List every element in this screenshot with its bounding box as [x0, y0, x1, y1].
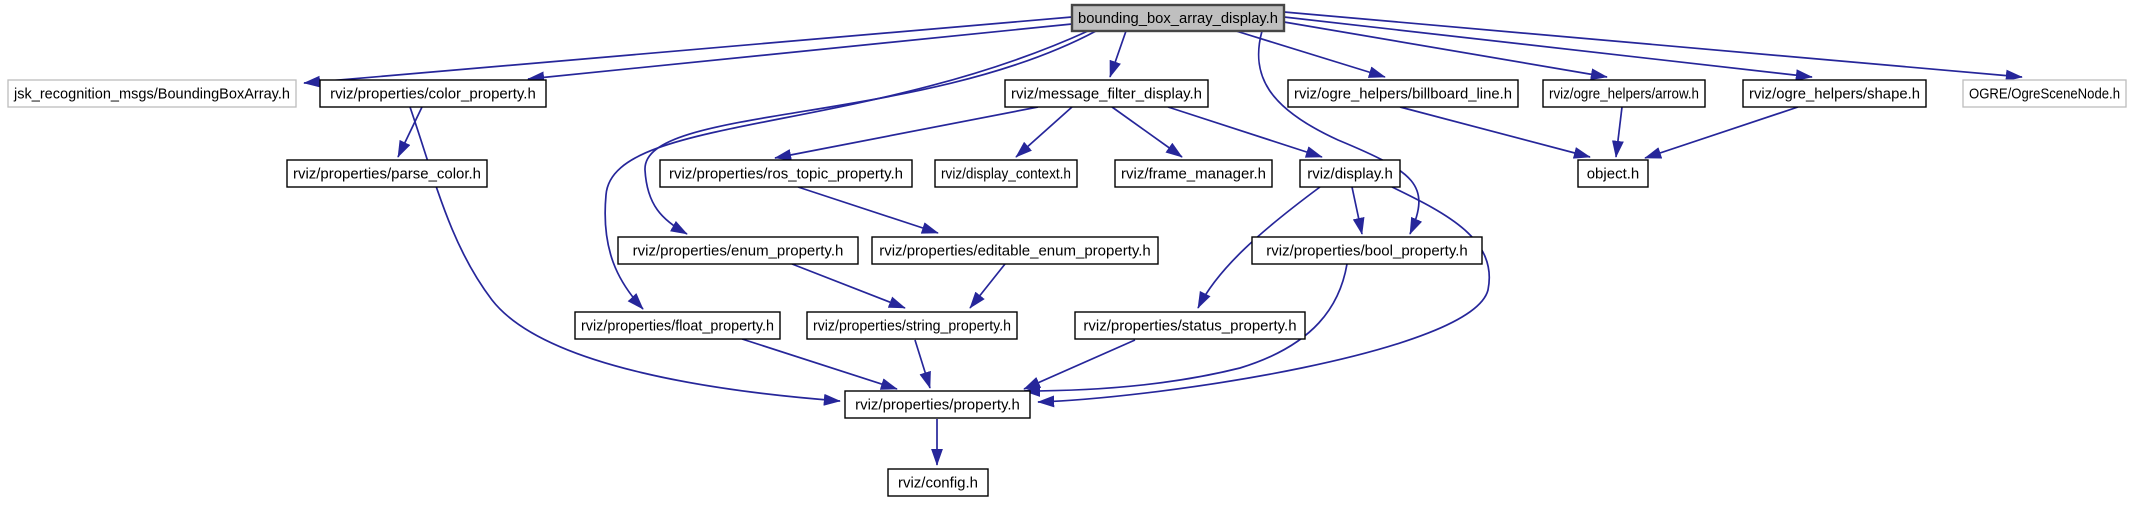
edge-billboard-line-h-to-object-h	[1399, 106, 1591, 159]
edge-message-filter-display-h-to-frame-manager-h	[1111, 106, 1183, 158]
node-status-property-h[interactable]: rviz/properties/status_property.h	[1074, 311, 1306, 340]
node-box[interactable]	[1074, 311, 1306, 340]
node-label: rviz/display.h	[1307, 166, 1393, 183]
edge-display-h-to-property-h	[1037, 186, 1491, 408]
edge-bounding-box-array-display-h-to-message-filter-display-h	[1109, 30, 1127, 78]
node-box[interactable]	[574, 311, 781, 340]
edge-shape-h-to-object-h	[1644, 106, 1799, 159]
node-box[interactable]	[1542, 79, 1706, 108]
node-label: rviz/display_context.h	[941, 166, 1071, 183]
node-string-property-h[interactable]: rviz/properties/string_property.h	[806, 311, 1018, 340]
node-label: rviz/properties/color_property.h	[330, 86, 536, 103]
node-label: object.h	[1587, 166, 1640, 183]
edge-float-property-h-to-property-h	[741, 338, 898, 390]
edge-bounding-box-array-display-h-to-float-property-h	[604, 30, 1089, 310]
edge-editable-enum-property-h-to-string-property-h	[969, 263, 1006, 309]
node-ogre-scene-node-h: OGRE/OgreSceneNode.h	[1962, 79, 2127, 108]
edge-bounding-box-array-display-h-to-shape-h	[1283, 16, 1813, 82]
edge-display-h-to-status-property-h	[1197, 186, 1321, 309]
node-frame-manager-h[interactable]: rviz/frame_manager.h	[1114, 159, 1273, 188]
node-box[interactable]	[844, 390, 1031, 419]
edge-message-filter-display-h-to-display-context-h	[1015, 106, 1073, 158]
edge-bounding-box-array-display-h-to-color-property-h	[527, 23, 1073, 84]
node-label: OGRE/OgreSceneNode.h	[1969, 86, 2120, 103]
edge-bounding-box-array-display-h-to-bool-property-h	[1257, 30, 1423, 235]
node-bool-property-h[interactable]: rviz/properties/bool_property.h	[1251, 236, 1483, 265]
node-label: rviz/config.h	[898, 475, 978, 492]
node-property-h[interactable]: rviz/properties/property.h	[844, 390, 1031, 419]
node-label: rviz/ogre_helpers/shape.h	[1749, 86, 1920, 103]
node-label: rviz/properties/property.h	[855, 397, 1020, 414]
node-display-context-h[interactable]: rviz/display_context.h	[934, 159, 1078, 188]
edge-enum-property-h-to-string-property-h	[791, 263, 906, 309]
node-label: rviz/properties/editable_enum_property.h	[879, 243, 1151, 260]
node-box[interactable]	[1577, 159, 1649, 188]
edge-message-filter-display-h-to-display-h	[1167, 106, 1323, 158]
node-box[interactable]	[1251, 236, 1483, 265]
edge-message-filter-display-h-to-ros-topic-property-h	[774, 106, 1039, 161]
edge-arrow-h-to-object-h	[1612, 106, 1624, 158]
node-label: rviz/properties/enum_property.h	[633, 243, 844, 260]
edge-bounding-box-array-display-h-to-jsk-recognition-msgs-boundingboxarray-h	[303, 16, 1073, 88]
node-label: bounding_box_array_display.h	[1078, 10, 1278, 27]
node-box[interactable]	[1004, 79, 1209, 108]
nodes-layer: bounding_box_array_display.h jsk_recognit…	[7, 3, 2127, 497]
node-box[interactable]	[319, 79, 547, 108]
node-box[interactable]	[1742, 79, 1927, 108]
node-label: rviz/properties/bool_property.h	[1266, 243, 1468, 260]
node-label: rviz/properties/status_property.h	[1083, 318, 1296, 335]
node-label: rviz/properties/string_property.h	[813, 318, 1011, 335]
node-color-property-h[interactable]: rviz/properties/color_property.h	[319, 79, 547, 108]
node-box[interactable]	[887, 468, 989, 497]
node-float-property-h[interactable]: rviz/properties/float_property.h	[574, 311, 781, 340]
node-editable-enum-property-h[interactable]: rviz/properties/editable_enum_property.h	[871, 236, 1159, 265]
node-label: rviz/properties/float_property.h	[581, 318, 774, 335]
node-label: rviz/ogre_helpers/billboard_line.h	[1294, 86, 1512, 103]
node-box[interactable]	[806, 311, 1018, 340]
node-object-h[interactable]: object.h	[1577, 159, 1649, 188]
edge-bool-property-h-to-property-h	[1023, 263, 1348, 397]
node-label: jsk_recognition_msgs/BoundingBoxArray.h	[13, 86, 290, 103]
node-ros-topic-property-h[interactable]: rviz/properties/ros_topic_property.h	[659, 159, 913, 188]
node-jsk-recognition-msgs-boundingboxarray-h: jsk_recognition_msgs/BoundingBoxArray.h	[7, 79, 297, 108]
node-box[interactable]	[659, 159, 913, 188]
edge-bounding-box-array-display-h-to-ogre-scene-node-h	[1283, 11, 2023, 82]
node-box[interactable]	[1299, 159, 1401, 188]
edge-string-property-h-to-property-h	[914, 339, 931, 389]
edge-display-h-to-bool-property-h	[1351, 186, 1365, 235]
node-label: rviz/message_filter_display.h	[1011, 86, 1202, 103]
node-message-filter-display-h[interactable]: rviz/message_filter_display.h	[1004, 79, 1209, 108]
node-arrow-h[interactable]: rviz/ogre_helpers/arrow.h	[1542, 79, 1706, 108]
node-label: rviz/frame_manager.h	[1121, 166, 1266, 183]
node-label: rviz/properties/ros_topic_property.h	[669, 166, 903, 183]
edge-color-property-h-to-parse-color-h	[397, 106, 423, 158]
node-box[interactable]	[871, 236, 1159, 265]
node-shape-h[interactable]: rviz/ogre_helpers/shape.h	[1742, 79, 1927, 108]
edge-bounding-box-array-display-h-to-enum-property-h	[644, 30, 1097, 235]
node-config-h[interactable]: rviz/config.h	[887, 468, 989, 497]
node-box[interactable]	[617, 236, 859, 265]
node-billboard-line-h[interactable]: rviz/ogre_helpers/billboard_line.h	[1287, 79, 1519, 108]
edge-ros-topic-property-h-to-editable-enum-property-h	[797, 186, 939, 234]
node-bounding-box-array-display-h: bounding_box_array_display.h	[1070, 3, 1286, 33]
node-box[interactable]	[1114, 159, 1273, 188]
node-box[interactable]	[934, 159, 1078, 188]
node-box	[7, 79, 297, 108]
node-display-h[interactable]: rviz/display.h	[1299, 159, 1401, 188]
node-box	[1962, 79, 2127, 108]
edge-bounding-box-array-display-h-to-arrow-h	[1283, 21, 1608, 81]
node-box	[1070, 3, 1286, 33]
node-label: rviz/properties/parse_color.h	[293, 166, 481, 183]
node-box[interactable]	[286, 159, 488, 188]
node-enum-property-h[interactable]: rviz/properties/enum_property.h	[617, 236, 859, 265]
node-label: rviz/ogre_helpers/arrow.h	[1549, 86, 1699, 103]
edge-status-property-h-to-property-h	[1023, 339, 1136, 390]
node-box[interactable]	[1287, 79, 1519, 108]
node-parse-color-h[interactable]: rviz/properties/parse_color.h	[286, 159, 488, 188]
